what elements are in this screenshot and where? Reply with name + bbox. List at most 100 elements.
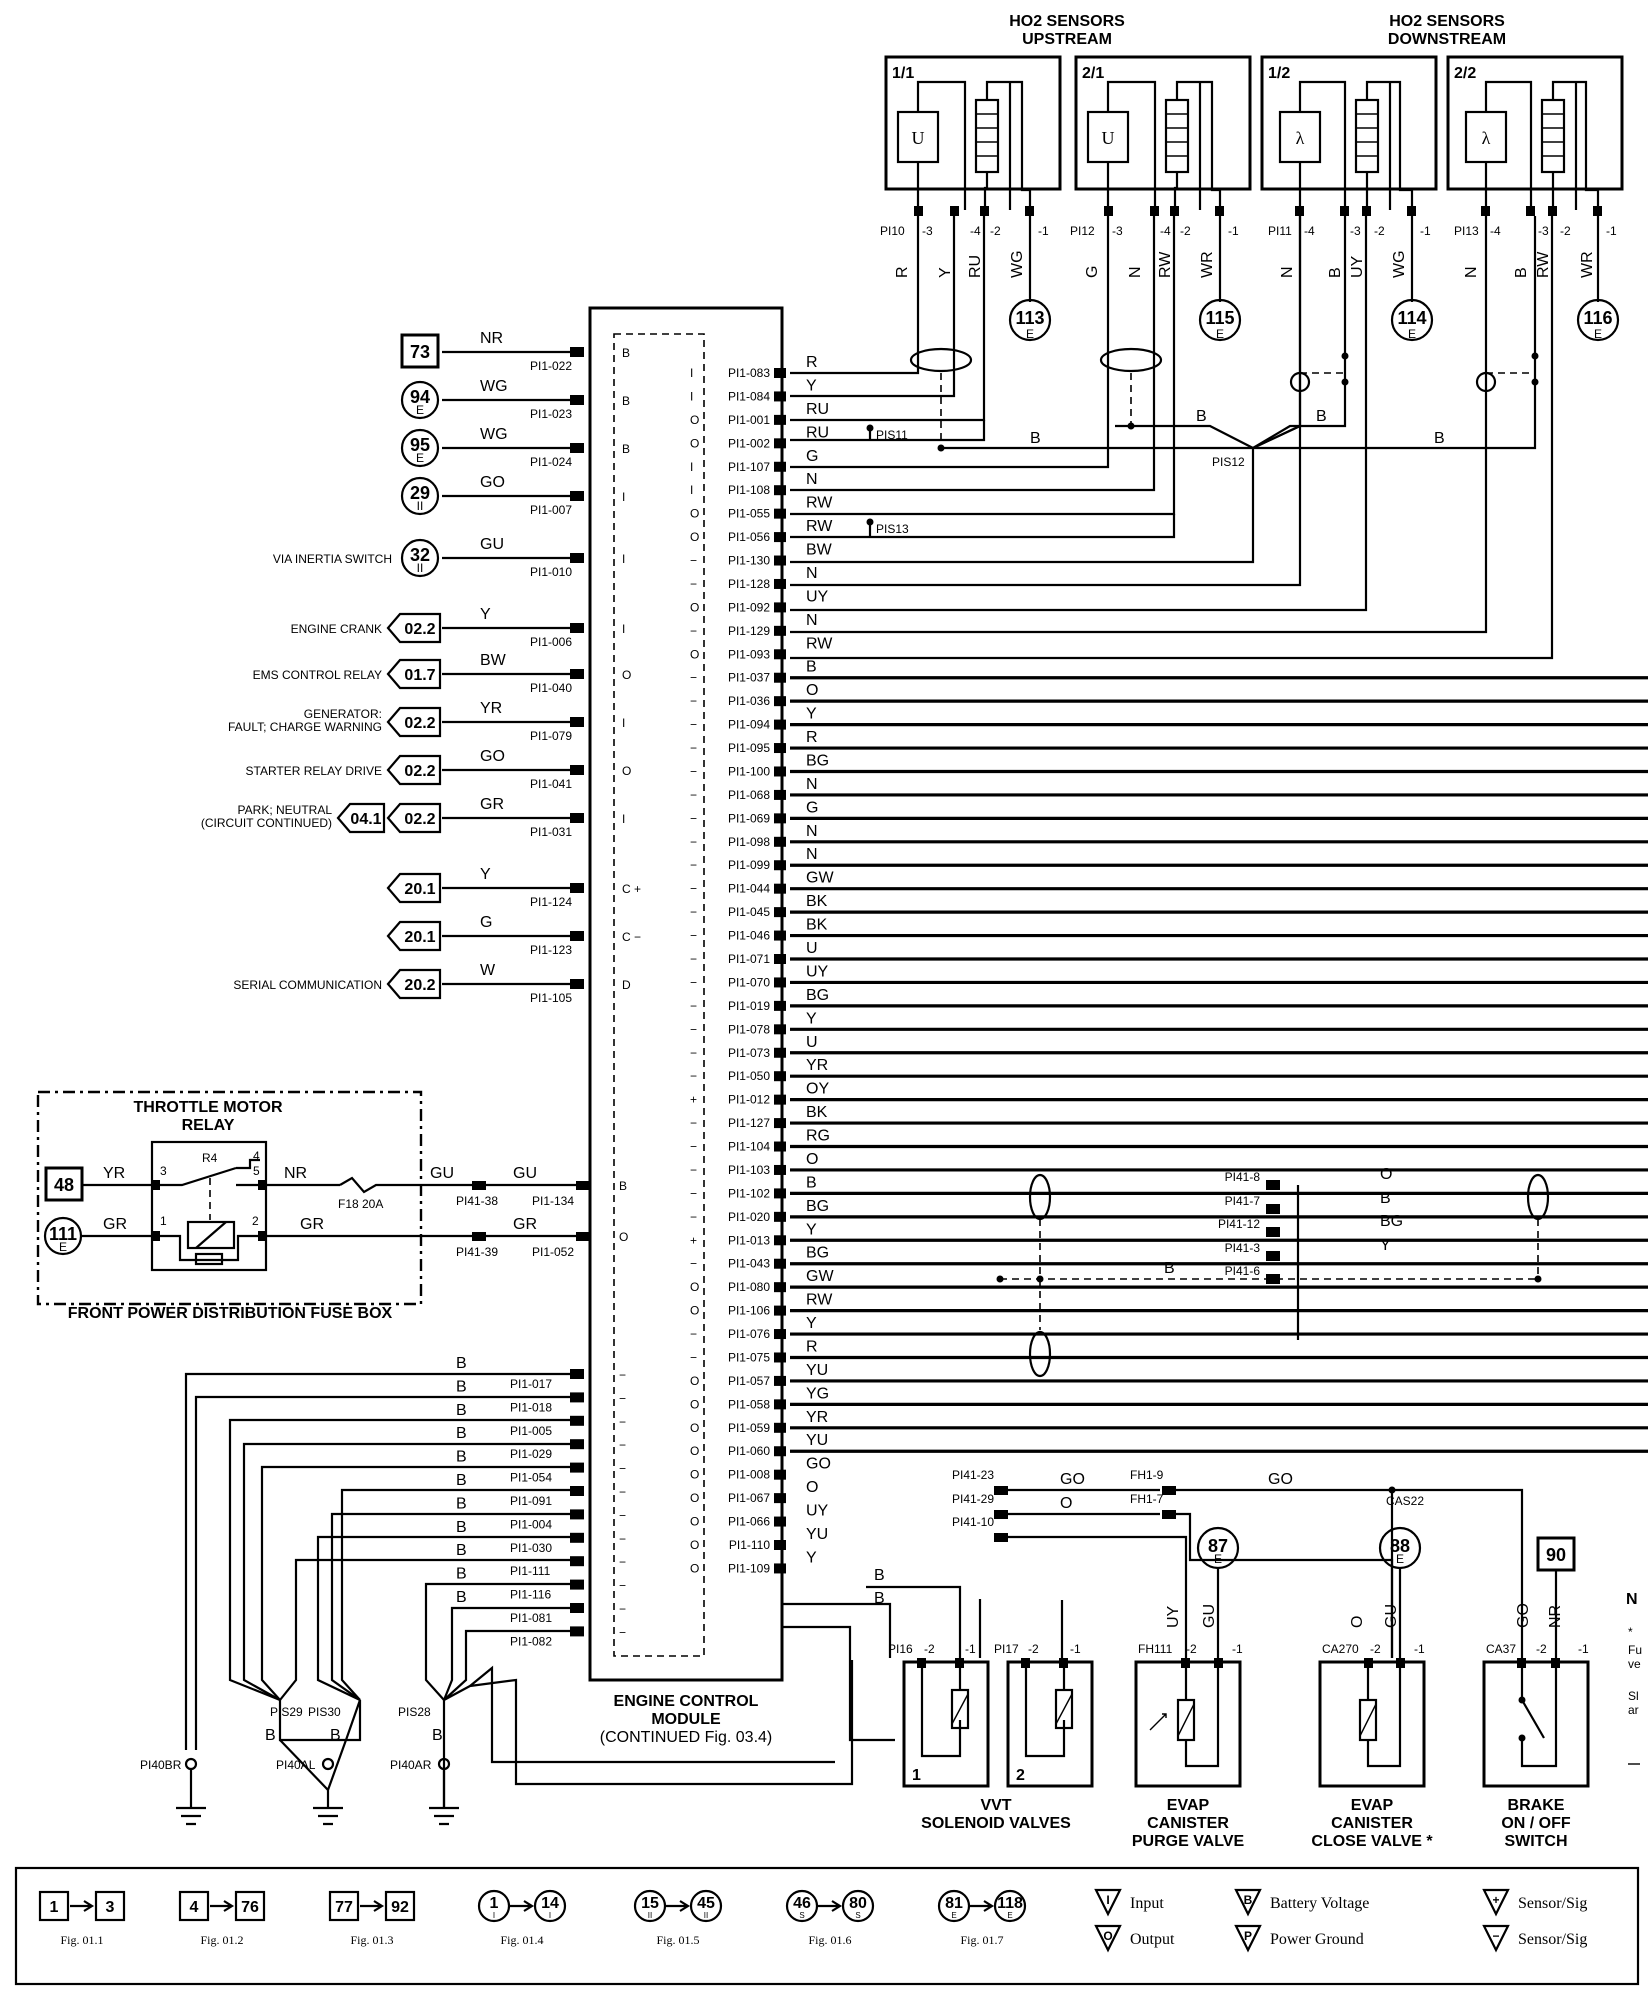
connector-label: PI13 (1454, 224, 1479, 238)
wire-label: RW (806, 495, 833, 512)
pin-label: -2 (1536, 1642, 1547, 1656)
connector-label: PI16 (888, 1642, 913, 1656)
pin-label: PI1-069 (728, 811, 770, 825)
pin-label: PI1-095 (728, 741, 770, 755)
wire-label: N (806, 565, 818, 582)
pin-label: PI1-070 (728, 975, 770, 989)
wire-label: B (456, 1402, 467, 1419)
wire-label: RW (1157, 251, 1174, 278)
wire-label: N (1279, 266, 1296, 278)
pin-type: − (690, 1327, 697, 1341)
wire-label: WR (1199, 251, 1216, 278)
pin-label: PI1-017 (510, 1377, 552, 1391)
component-name-2: CANISTER (1331, 1815, 1413, 1832)
legend-sub: E (1007, 1911, 1012, 1920)
wire-label: B (456, 1425, 467, 1442)
pin-label: PI1-067 (728, 1491, 770, 1505)
wire-label: B (456, 1378, 467, 1395)
pin-label: PI1-044 (728, 882, 770, 896)
wire-label: Y (480, 866, 491, 883)
wire-label: GU (480, 536, 504, 553)
wire-label: GO (1268, 1471, 1293, 1488)
pin-type: − (619, 1368, 626, 1382)
legend-fig-label: Fig. 01.7 (960, 1933, 1003, 1947)
bottom-connectors: PI41-23 PI41-29 PI41-10 GO O FH1-9 FH1-7… (782, 1468, 1524, 1742)
wire-label: GR (103, 1216, 127, 1233)
pin-type: − (619, 1391, 626, 1405)
pin-type: + (690, 1233, 697, 1247)
pin-label: PI1-007 (530, 503, 572, 517)
pin-label: -3 (922, 224, 933, 238)
pin-type-output: O (619, 1230, 628, 1244)
ecm-right-pin-row: PI1-100−BG (690, 752, 1648, 778)
wire-label: BG (806, 752, 829, 769)
pin-type: O (690, 1538, 699, 1552)
ecm-right-pin-row: PI1-073−U (690, 1034, 1648, 1060)
pin-type: − (690, 975, 697, 989)
pin-label: PI1-037 (728, 671, 770, 685)
wire-label: G (806, 448, 818, 465)
connector-label: FH1-9 (1130, 1468, 1164, 1482)
wire-label: YU (806, 1432, 828, 1449)
pin-label: PI1-082 (510, 1634, 552, 1648)
pin-type: I (622, 552, 625, 566)
connector-label: PI41-29 (952, 1492, 994, 1506)
signal-label: STARTER RELAY DRIVE (246, 764, 382, 778)
pin-label: -1 (1606, 224, 1617, 238)
wire-label: B (1316, 408, 1327, 425)
pin-label: PI1-055 (728, 507, 770, 521)
ref-number: 32 (410, 545, 430, 565)
relay-title: THROTTLE MOTOR (133, 1099, 282, 1116)
evap-purge-valve: FH111 -2 -1 87 E UY GU EVAP CANISTER PUR… (1132, 1526, 1244, 1850)
legend-from: 77 (335, 1899, 353, 1916)
wire-label: Y (806, 1549, 817, 1566)
ecm-continued: (CONTINUED Fig. 03.4) (600, 1729, 772, 1746)
connector-label: PI41-12 (1218, 1217, 1260, 1231)
wire-label: WG (480, 378, 508, 395)
pin-label: PI1-004 (510, 1517, 552, 1531)
pin-label: PI1-128 (728, 577, 770, 591)
ecm-right-pin-row: PI1-020−BG (690, 1198, 1648, 1224)
ref-sub: E (416, 403, 424, 417)
ecm-right-pin-row: PI1-104−RG (690, 1128, 1648, 1154)
ecm-right-pin-row: PI1-095−R (690, 729, 1648, 755)
note-text: Fu (1628, 1643, 1642, 1657)
connector-label: CA37 (1486, 1642, 1516, 1656)
pin-label: PI1-002 (728, 436, 770, 450)
pin-type: − (690, 788, 697, 802)
ecm-right-pin-row: PI1-012+OY (690, 1081, 1648, 1107)
ref-115: 115 (1205, 308, 1234, 328)
pin-type: − (690, 718, 697, 732)
wire-label: O (806, 682, 818, 699)
ecm-title: ENGINE CONTROL (614, 1693, 759, 1710)
pin-type: − (690, 1350, 697, 1364)
downstream-subtitle: DOWNSTREAM (1388, 31, 1506, 48)
pin-type: O (690, 1397, 699, 1411)
pin-type: I (690, 366, 693, 380)
svg-text:+: + (1492, 1893, 1499, 1907)
pin-label: -4 (1160, 224, 1171, 238)
ref-sub: E (1216, 327, 1224, 341)
pin-label: PI1-123 (530, 943, 572, 957)
ref-48: 48 (54, 1175, 74, 1195)
component-name: BRAKE (1508, 1797, 1565, 1814)
pin-label: PI1-020 (728, 1210, 770, 1224)
pin-label: PI1-056 (728, 530, 770, 544)
wire-label: WG (480, 426, 508, 443)
wire-label: Y (806, 377, 817, 394)
wire-label: NR (284, 1165, 307, 1182)
connector-label: PI41-3 (1225, 1241, 1261, 1255)
pin-type: − (690, 764, 697, 778)
legend-fig-label: Fig. 01.5 (656, 1933, 699, 1947)
